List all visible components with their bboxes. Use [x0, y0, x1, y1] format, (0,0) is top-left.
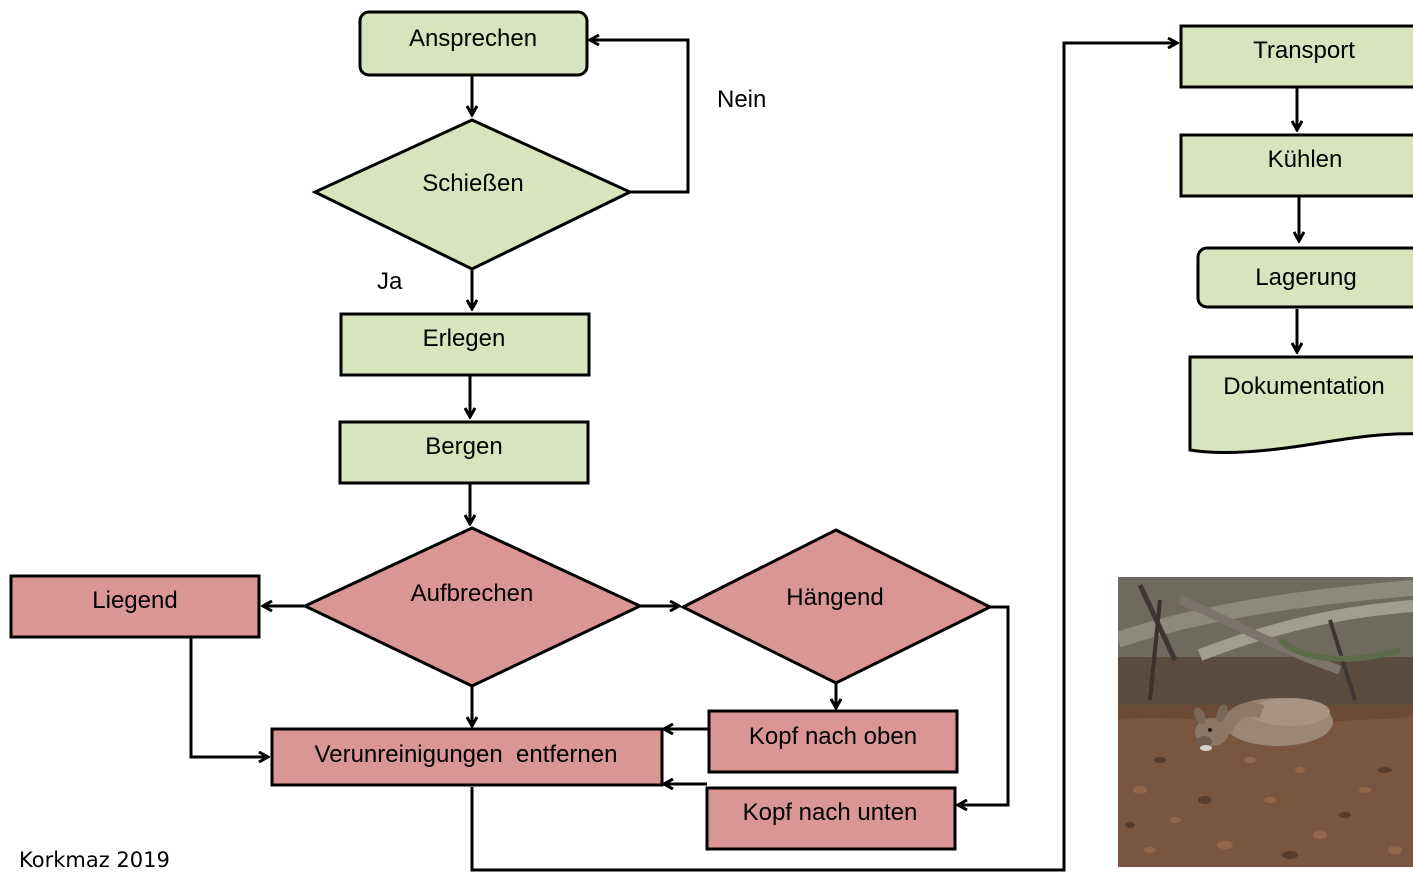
- node-verunreinigungen-label: Verunreinigungen entfernen: [315, 741, 618, 768]
- node-transport-label: Transport: [1253, 37, 1355, 64]
- roe-deer-photo: [1118, 577, 1413, 867]
- edge-haengend-kopf-unten: [958, 605, 1010, 805]
- node-dokumentation-label: Dokumentation: [1223, 373, 1384, 400]
- node-kopf-nach-unten-label: Kopf nach unten: [743, 799, 918, 826]
- connectors: [189, 40, 1299, 872]
- node-kopf-nach-oben: Kopf nach oben: [707, 709, 959, 774]
- edge-schiessen-nein-loop: [590, 40, 690, 194]
- node-kopf-nach-unten: Kopf nach unten: [705, 786, 957, 851]
- node-erlegen: Erlegen: [339, 312, 591, 377]
- node-verunreinigungen-entfernen: Verunreinigungen entfernen: [270, 727, 664, 787]
- node-lagerung-label: Lagerung: [1255, 264, 1356, 291]
- node-aufbrechen: Aufbrechen: [301, 526, 644, 688]
- node-lagerung: Lagerung: [1196, 246, 1413, 309]
- node-haengend: Hängend: [679, 528, 994, 685]
- edge-label-nein: Nein: [717, 86, 766, 113]
- node-schiessen: Schießen: [311, 118, 634, 271]
- node-haengend-label: Hängend: [786, 584, 883, 611]
- node-kuehlen-label: Kühlen: [1268, 146, 1343, 173]
- node-dokumentation: Dokumentation: [1188, 355, 1413, 455]
- edge-liegend-verunreinigungen: [189, 638, 268, 757]
- node-aufbrechen-label: Aufbrechen: [411, 580, 534, 607]
- credit-text: Korkmaz 2019: [19, 848, 170, 872]
- node-kopf-nach-oben-label: Kopf nach oben: [749, 723, 917, 750]
- node-ansprechen: Ansprechen: [358, 10, 589, 77]
- node-erlegen-label: Erlegen: [423, 325, 506, 352]
- node-bergen-label: Bergen: [425, 433, 502, 460]
- node-bergen: Bergen: [338, 420, 590, 485]
- edge-verunreinigungen-transport: [470, 43, 1177, 872]
- node-liegend-label: Liegend: [92, 587, 177, 614]
- node-liegend: Liegend: [9, 574, 261, 639]
- node-ansprechen-label: Ansprechen: [409, 25, 537, 52]
- node-kuehlen: Kühlen: [1179, 133, 1413, 198]
- edge-label-ja: Ja: [377, 268, 403, 295]
- node-transport: Transport: [1179, 24, 1413, 89]
- node-schiessen-label: Schießen: [422, 170, 523, 197]
